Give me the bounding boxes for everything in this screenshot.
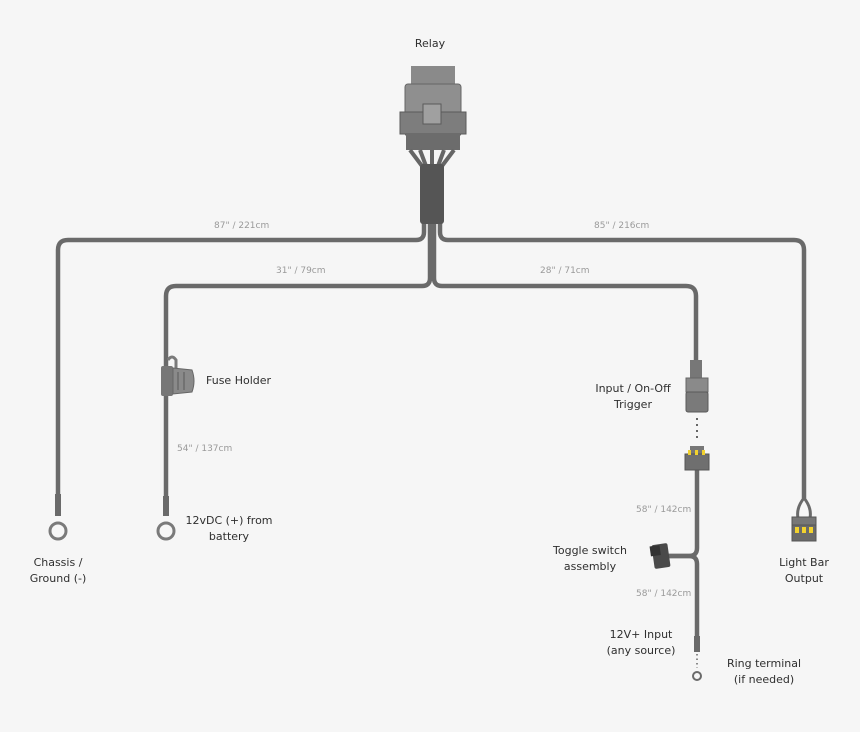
- fuse-holder-icon: [161, 355, 195, 396]
- input-wire: [665, 553, 700, 643]
- light-bar-length-label: 85" / 216cm: [594, 221, 650, 231]
- ring-terminal-label: Ring terminal (if needed): [726, 657, 802, 686]
- light-bar-output-label: Light Bar Output: [779, 556, 829, 585]
- trigger-wire: [431, 221, 699, 365]
- input-terminal-icon: [692, 636, 702, 681]
- light-bar-wire: [437, 221, 807, 501]
- battery-ring-terminal-icon: [156, 496, 176, 541]
- battery-length-label: 31" / 79cm: [276, 266, 326, 276]
- input-trigger-label: Input / On-Off Trigger: [595, 382, 671, 411]
- toggle-switch-label: Toggle switch assembly: [553, 544, 627, 573]
- female-connector-icon: [684, 446, 710, 471]
- fuse-to-battery-length-label: 54" / 137cm: [177, 444, 233, 454]
- ring-terminal-icon: [48, 494, 68, 541]
- toggle-switch-icon: [649, 543, 671, 569]
- connector-plug-icon: [685, 360, 709, 413]
- twelve-v-input-label: 12V+ Input (any source): [606, 628, 676, 657]
- switch-to-input-length-label: 58" / 142cm: [636, 589, 692, 599]
- ground-length-label: 87" / 221cm: [214, 221, 270, 231]
- battery-wire: [163, 221, 433, 371]
- fuse-holder-label: Fuse Holder: [206, 374, 272, 387]
- trigger-to-switch-length-label: 58" / 142cm: [636, 505, 692, 515]
- battery-label: 12vDC (+) from battery: [185, 514, 273, 543]
- trigger-length-label: 28" / 71cm: [540, 266, 590, 276]
- relay-icon: [399, 66, 467, 224]
- chassis-ground-label: Chassis / Ground (-): [29, 556, 87, 585]
- light-bar-connector-icon: [791, 497, 817, 542]
- relay-label: Relay: [414, 37, 446, 50]
- ground-wire: [55, 221, 427, 501]
